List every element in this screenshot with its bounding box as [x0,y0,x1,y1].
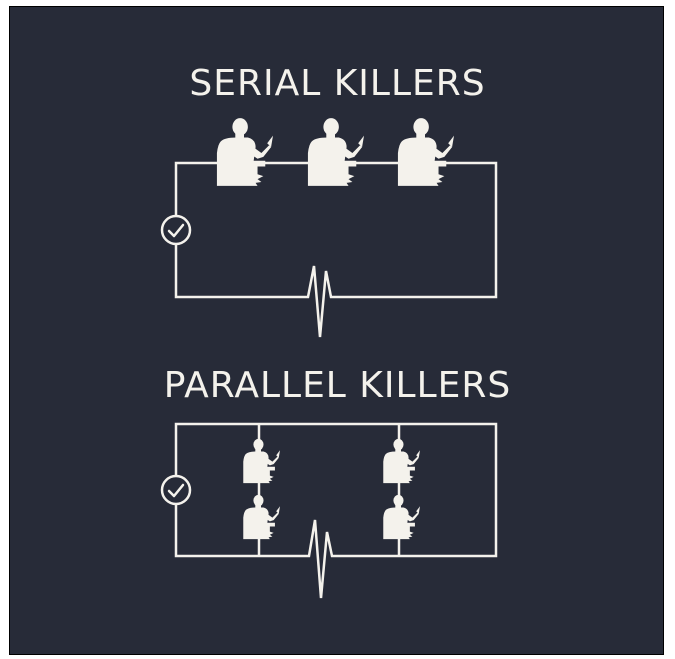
parallel-killers-title: PARALLEL KILLERS [163,365,512,406]
killer-silhouette-icon [243,438,280,484]
killer-silhouette-icon [397,118,454,186]
poster-background [9,6,664,655]
parallel-circuit-wires [174,422,498,599]
killer-silhouette-icon [307,118,364,186]
killer-silhouette-icon [383,438,420,484]
serial-check-circle-icon [160,214,192,246]
serial-killers-title: SERIAL KILLERS [189,63,486,104]
killer-silhouette-icon [243,494,280,540]
serial-circuit-wires [174,161,498,338]
killer-silhouette-icon [383,494,420,540]
parallel-check-circle-icon [160,474,192,506]
killer-silhouette-icon [216,118,273,186]
